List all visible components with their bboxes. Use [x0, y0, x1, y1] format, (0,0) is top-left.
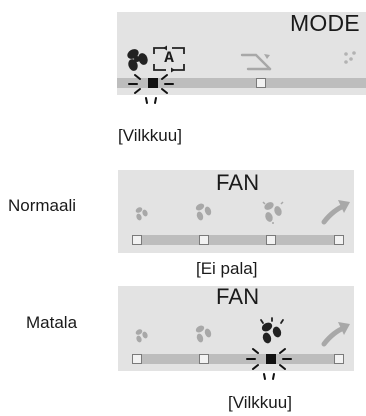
fan-high-icon [260, 317, 284, 344]
fan-low-row-label: Matala [26, 313, 78, 332]
mode-state-label: [Vilkkuu] [118, 126, 182, 145]
dry-icon [240, 53, 272, 71]
fan-normal-marker [132, 235, 142, 245]
fan-low-icon [135, 207, 148, 221]
mode-marker [256, 78, 266, 88]
fan-mid-icon [195, 203, 212, 221]
fan-low-title: FAN [216, 284, 260, 309]
fan-icon [127, 49, 148, 71]
fan-normal-marker [199, 235, 209, 245]
blink-rays [128, 74, 174, 104]
fan-normal-title: FAN [216, 170, 260, 195]
auto-icon-letter: A [164, 49, 174, 67]
fan-normal-track [132, 235, 342, 245]
fan-low-marker [132, 354, 142, 364]
fan-normal-marker [266, 235, 276, 245]
blink-rays [246, 348, 292, 380]
swing-arrow-icon [321, 200, 350, 225]
fan-normal-row-label: Normaali [8, 196, 77, 215]
heat-icon [344, 51, 356, 64]
fan-low-marker [334, 354, 344, 364]
fan-low-track [132, 354, 342, 364]
auto-icon: A [152, 45, 186, 73]
fan-low-marker-active [266, 354, 276, 364]
fan-normal-state-label: [Ei pala] [196, 259, 258, 278]
fan-normal-marker [334, 235, 344, 245]
mode-panel-title: MODE [290, 10, 360, 36]
fan-low-icon [135, 329, 148, 343]
fan-low-marker [199, 354, 209, 364]
fan-low-state-label: [Vilkkuu] [228, 393, 292, 412]
swing-arrow-icon [321, 322, 350, 347]
mode-track [117, 78, 366, 88]
fan-high-icon [262, 201, 284, 224]
mode-marker-active [148, 78, 158, 88]
fan-mid-icon [195, 325, 212, 343]
